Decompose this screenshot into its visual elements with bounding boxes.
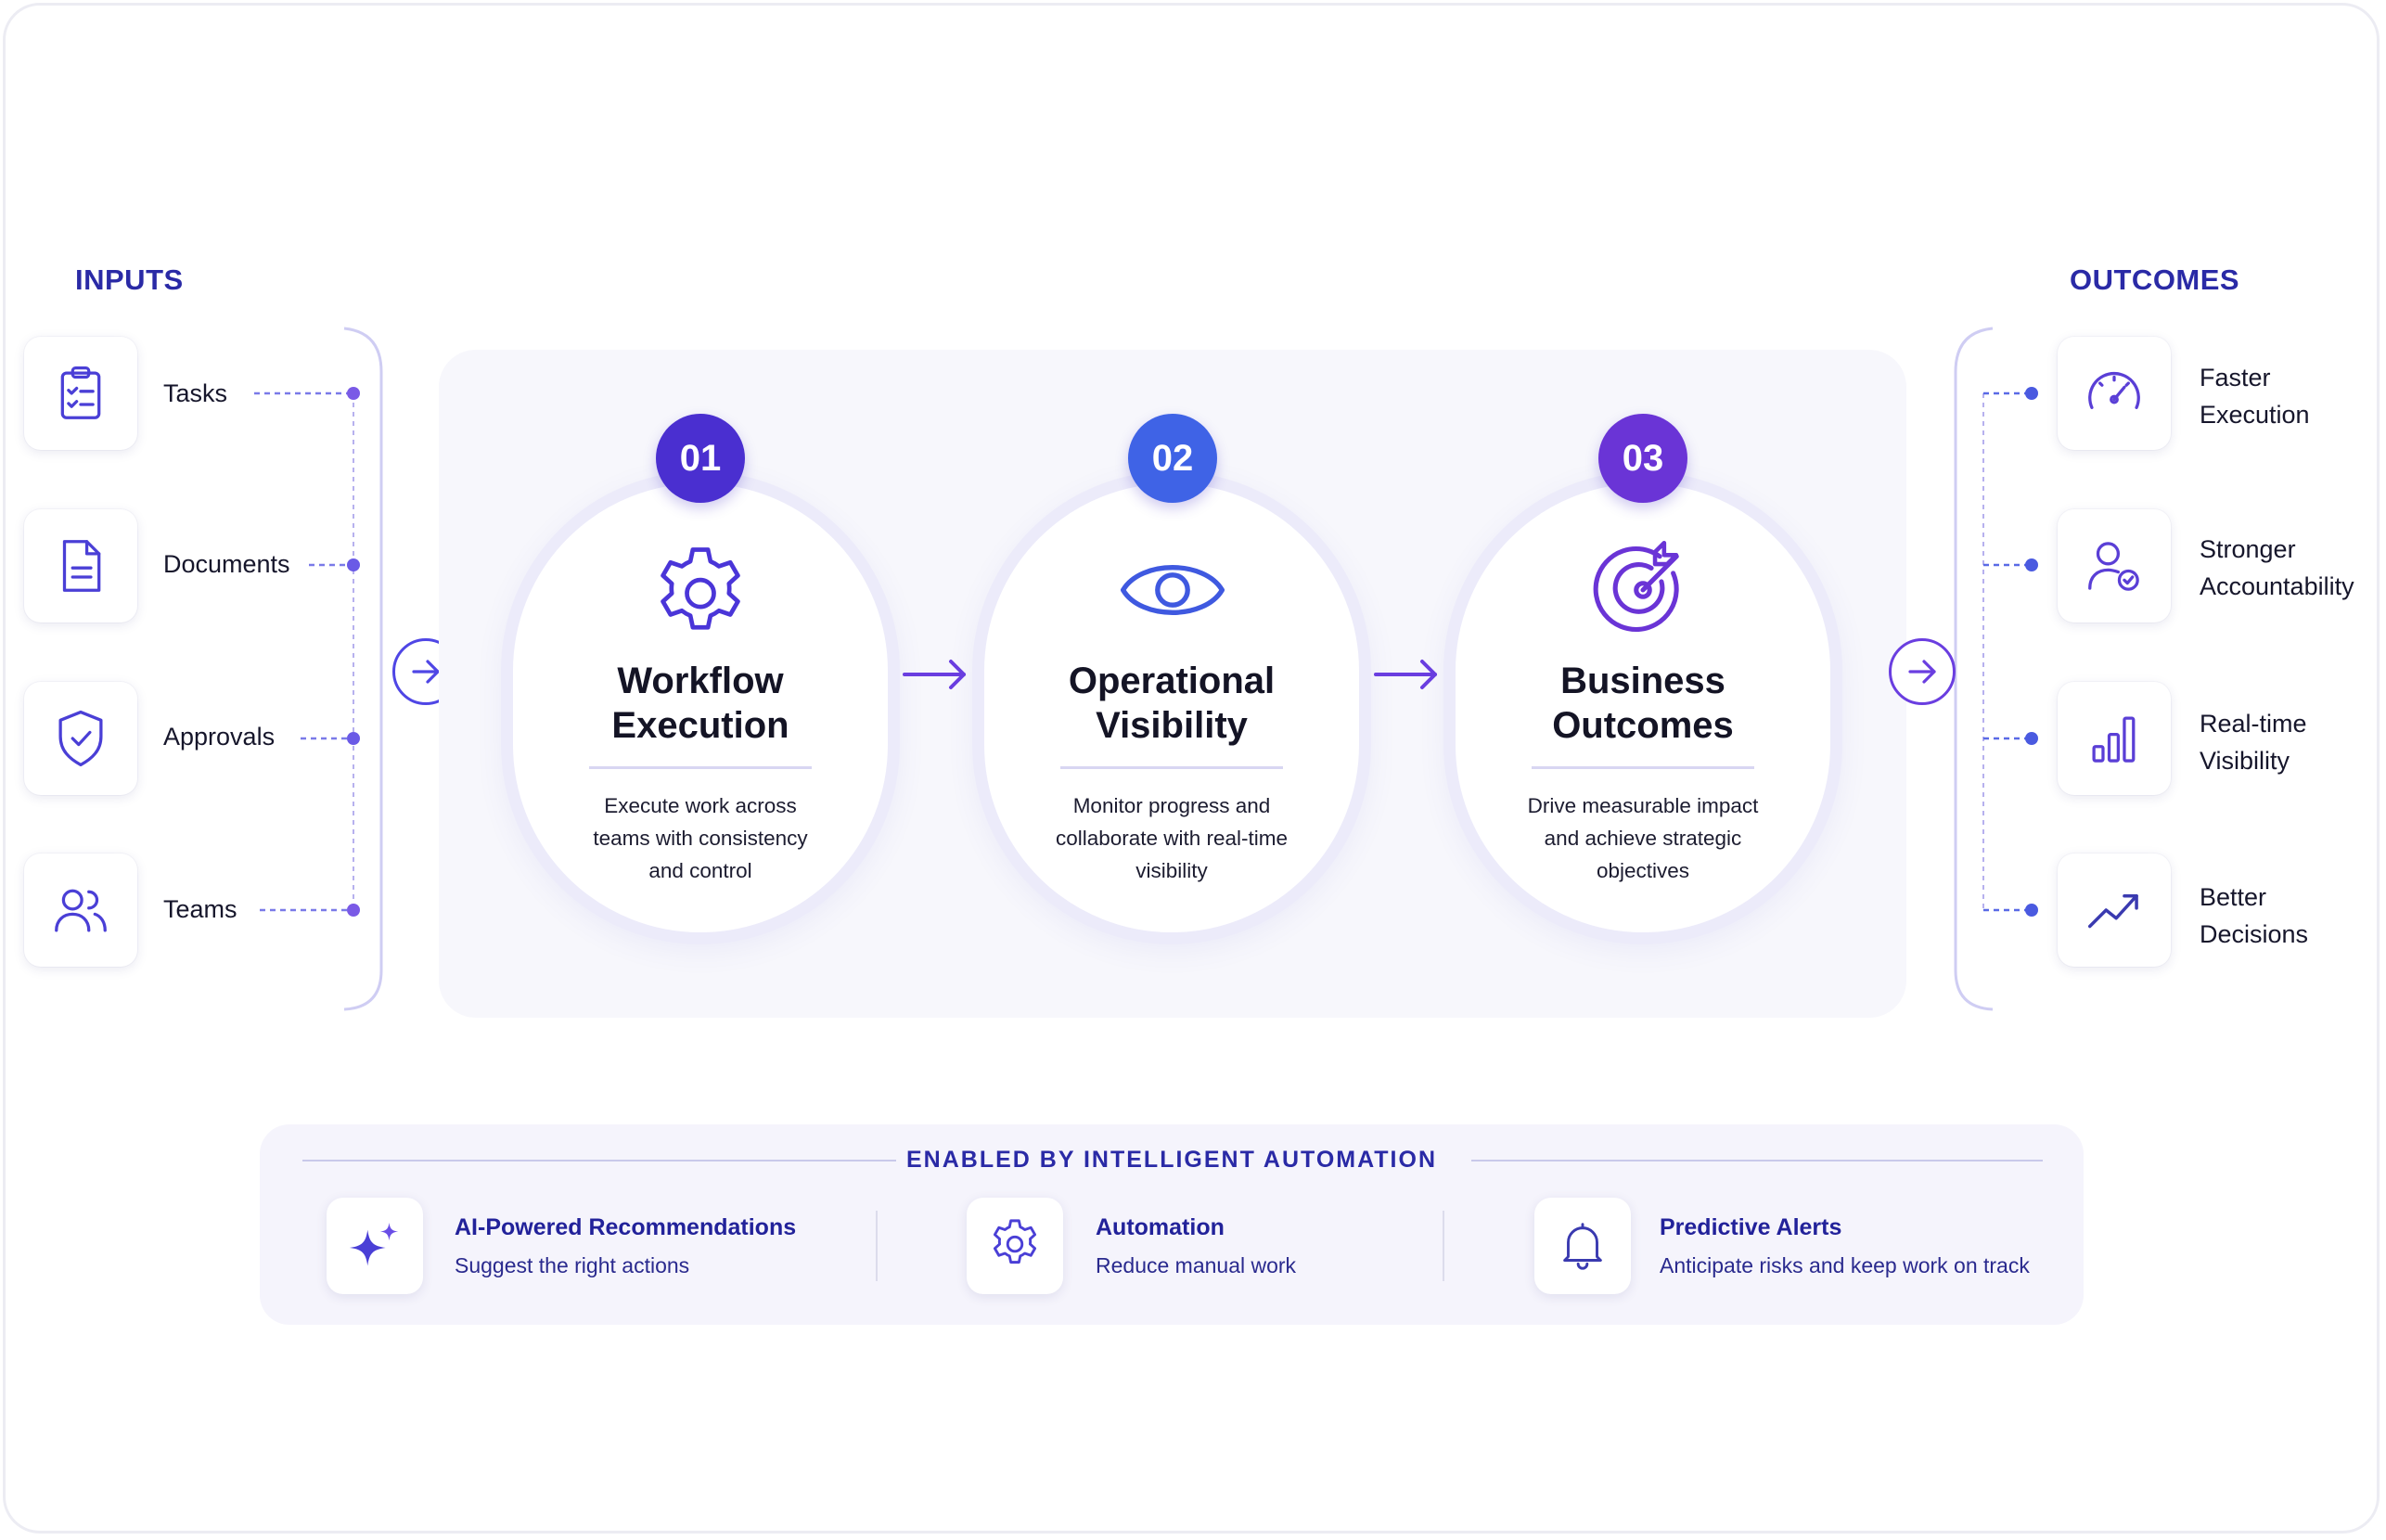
input-label-tasks: Tasks bbox=[163, 379, 228, 407]
team-icon bbox=[55, 889, 107, 932]
outcome-label-line2: Decisions bbox=[2200, 920, 2309, 948]
target-icon bbox=[1593, 540, 1679, 633]
automation-item-subtitle: Suggest the right actions bbox=[455, 1253, 690, 1277]
stage-title-line2: Execution bbox=[611, 705, 789, 746]
speedometer-icon bbox=[2088, 372, 2140, 409]
outcome-label-line1: Stronger bbox=[2200, 535, 2296, 563]
stage-desc-line2: and achieve strategic bbox=[1544, 827, 1742, 850]
stronger-accountability-card[interactable] bbox=[2058, 509, 2171, 622]
stage-desc-line1: Monitor progress and bbox=[1072, 794, 1271, 817]
inputs-title: INPUTS bbox=[75, 263, 184, 296]
automation-item-title: Predictive Alerts bbox=[1660, 1214, 1842, 1240]
band-divider bbox=[876, 1211, 878, 1281]
automation-band: ENABLED BY INTELLIGENT AUTOMATION AI-Pow… bbox=[260, 1124, 2084, 1325]
better-decisions-card[interactable] bbox=[2058, 853, 2171, 967]
input-label-teams: Teams bbox=[163, 895, 237, 923]
eye-icon bbox=[1120, 565, 1225, 615]
teams-card[interactable] bbox=[24, 853, 137, 967]
automation-item-title: Automation bbox=[1096, 1214, 1225, 1240]
outcome-label-line2: Execution bbox=[2200, 401, 2310, 429]
trend-up-icon bbox=[2088, 893, 2138, 929]
approvals-card[interactable] bbox=[24, 682, 137, 795]
stage-title-line1: Business bbox=[1560, 661, 1725, 701]
output-arrow-circle bbox=[1889, 638, 1956, 705]
outcome-label-line1: Faster bbox=[2200, 364, 2271, 391]
realtime-visibility-card[interactable] bbox=[2058, 682, 2171, 795]
stage-operational-visibility bbox=[972, 471, 1371, 944]
user-check-icon bbox=[2088, 542, 2139, 591]
gear-icon bbox=[661, 547, 740, 630]
stage-title-line1: Operational bbox=[1068, 661, 1276, 701]
stage-badge-03: 03 bbox=[1598, 414, 1687, 503]
stage-desc-line3: objectives bbox=[1596, 859, 1690, 882]
automation-item-subtitle: Reduce manual work bbox=[1096, 1253, 1297, 1277]
gear-icon bbox=[993, 1219, 1037, 1264]
stage-desc-line2: teams with consistency bbox=[593, 827, 808, 850]
bar-chart-icon bbox=[2092, 716, 2136, 763]
outcome-label-line2: Accountability bbox=[2200, 572, 2354, 600]
ai-recommendations-card[interactable] bbox=[327, 1198, 423, 1294]
faster-execution-card[interactable] bbox=[2058, 337, 2171, 450]
sparkle-icon bbox=[349, 1222, 399, 1266]
input-label-approvals: Approvals bbox=[163, 723, 276, 751]
tasks-card[interactable] bbox=[24, 337, 137, 450]
stage-desc-line3: and control bbox=[648, 859, 752, 882]
arrow-right-icon bbox=[903, 660, 966, 689]
automation-item-title: AI-Powered Recommendations bbox=[455, 1214, 797, 1240]
shield-check-icon bbox=[58, 710, 103, 767]
stage-desc-line1: Drive measurable impact bbox=[1527, 794, 1759, 817]
clipboard-checklist-icon bbox=[60, 366, 101, 419]
predictive-alerts-card[interactable] bbox=[1534, 1198, 1631, 1294]
arrow-right-icon bbox=[412, 660, 440, 684]
bell-icon bbox=[1563, 1223, 1602, 1270]
outcomes-title: OUTCOMES bbox=[2070, 263, 2240, 296]
stage-title-line2: Outcomes bbox=[1552, 705, 1734, 746]
automation-card[interactable] bbox=[967, 1198, 1063, 1294]
stage-desc-line2: collaborate with real-time bbox=[1055, 827, 1289, 850]
outcome-label-line2: Visibility bbox=[2200, 747, 2290, 775]
automation-title: ENABLED BY INTELLIGENT AUTOMATION bbox=[905, 1147, 1438, 1173]
band-divider bbox=[1443, 1211, 1444, 1281]
stage-divider bbox=[1060, 766, 1283, 769]
outcome-label-line1: Real-time bbox=[2200, 710, 2307, 738]
stage-desc-line3: visibility bbox=[1135, 859, 1208, 882]
automation-item-subtitle: Anticipate risks and keep work on track bbox=[1660, 1253, 2030, 1277]
stage-title-line2: Visibility bbox=[1096, 705, 1248, 746]
band-rule-right bbox=[1471, 1160, 2043, 1161]
document-icon bbox=[62, 540, 101, 592]
stage-desc-line1: Execute work across bbox=[604, 794, 797, 817]
documents-card[interactable] bbox=[24, 509, 137, 622]
stage-badge-02: 02 bbox=[1128, 414, 1217, 503]
stage-divider bbox=[589, 766, 812, 769]
input-label-documents: Documents bbox=[163, 550, 290, 578]
outcomes-bracket bbox=[1954, 327, 1994, 1011]
arrow-right-icon bbox=[1908, 660, 1936, 684]
arrow-right-icon bbox=[1374, 660, 1437, 689]
outcome-label-line1: Better bbox=[2200, 883, 2267, 911]
stage-divider bbox=[1532, 766, 1754, 769]
stage-title-line1: Workflow bbox=[617, 661, 784, 701]
stage-badge-01: 01 bbox=[656, 414, 745, 503]
band-rule-left bbox=[302, 1160, 896, 1161]
inputs-bracket bbox=[343, 327, 383, 1011]
diagram-frame: INPUTS bbox=[3, 3, 2380, 1534]
